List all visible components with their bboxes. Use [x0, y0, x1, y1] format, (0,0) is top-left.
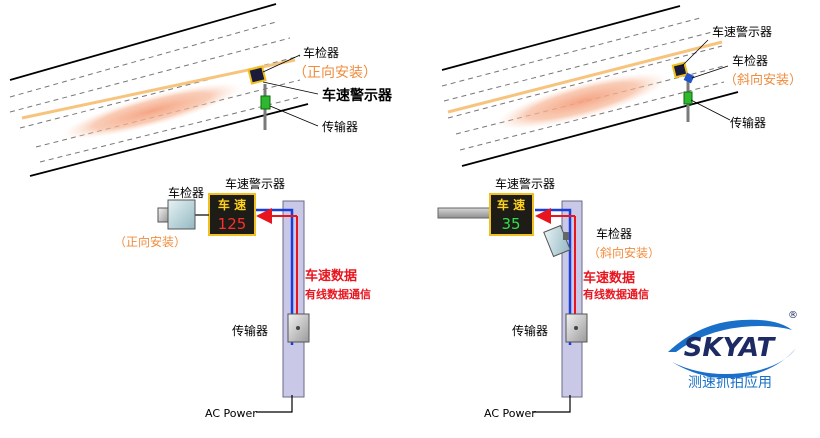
detector-mount: [157, 207, 169, 223]
transmitter-label: 传输器: [232, 323, 268, 338]
callout-line: [262, 54, 301, 73]
vehicle-glow: [496, 72, 668, 130]
transmitter-label: 传输器: [730, 115, 766, 130]
speed-sign-small: [247, 65, 267, 85]
detector-label: 车检器: [303, 45, 339, 60]
callout-line: [691, 65, 729, 79]
sign-word: 车 速: [497, 197, 525, 212]
logo-wordmark: SKYAT: [684, 333, 777, 363]
lane-dashed-line: [9, 37, 291, 113]
power-label: AC Power: [205, 407, 257, 420]
callout-line: [269, 105, 319, 127]
transmitter-small: [260, 95, 271, 110]
road-edge-line: [29, 103, 309, 177]
data-label: 车速数据: [305, 268, 357, 284]
bottom-left-pole-diagram: 车 速 125 车速警示器 车检器 （正向安装） 车速数据 有线数据通信 传输器…: [114, 176, 371, 420]
registered-mark: ®: [788, 310, 798, 321]
lane-dashed-line: [459, 81, 725, 151]
sign-title: 车速警示器: [495, 176, 555, 191]
pole-body: [282, 200, 305, 398]
speed-sign: [489, 193, 534, 236]
detector-arm-long: [437, 207, 492, 219]
power-label: AC Power: [484, 407, 536, 420]
transmitter-small: [683, 91, 693, 105]
top-left-road-scene: 车检器 （正向安装） 车速警示器 传输器: [9, 3, 393, 177]
install-note: （斜向安装）: [588, 245, 660, 260]
lane-dashed-line: [443, 29, 721, 102]
detector-small: [683, 72, 695, 84]
lane-dashed-line: [19, 55, 301, 129]
road-edge-line: [441, 5, 681, 71]
detector-label: 车检器: [596, 226, 632, 241]
comm-label: 有线数据通信: [305, 287, 371, 301]
speed-value: 125: [218, 215, 247, 233]
callout-line: [690, 99, 731, 121]
speed-value: 35: [501, 215, 520, 233]
detector-box: [167, 199, 196, 230]
power-line: [533, 395, 571, 413]
pole-body: [561, 200, 583, 398]
sign-word: 车 速: [218, 197, 246, 212]
road-edge-line: [9, 3, 277, 81]
detector-label: 车检器: [732, 53, 768, 68]
callout-line: [681, 39, 709, 67]
detector-mount: [563, 232, 569, 240]
install-note: （正向安装）: [114, 234, 186, 249]
speed-sign-small: [671, 61, 689, 79]
top-right-road-scene: 车速警示器 车检器 （斜向安装） 传输器: [441, 5, 802, 167]
detector-label: 车检器: [168, 185, 204, 200]
vehicle-glow: [63, 83, 241, 139]
lane-dashed-line: [9, 21, 277, 98]
install-note: （斜向安装）: [724, 72, 802, 88]
callout-line: [262, 81, 319, 95]
logo-swoosh-icon: [668, 319, 792, 352]
data-label: 车速数据: [583, 270, 635, 286]
lane-orange-line: [447, 40, 723, 114]
sign-label: 车速警示器: [322, 87, 393, 104]
transmitter-knob: [574, 326, 578, 330]
transmitter-label: 传输器: [322, 119, 358, 134]
power-line: [256, 395, 293, 413]
brand-tagline: 测速抓拍应用: [688, 374, 772, 391]
install-note: （正向安装）: [293, 65, 377, 81]
comm-label: 有线数据通信: [583, 287, 649, 301]
lane-dashed-line: [447, 45, 723, 119]
bottom-right-pole-diagram: 车 速 35 车速警示器 车检器 （斜向安装） 车速数据 有线数据通信 传输器 …: [437, 176, 660, 420]
sign-title: 车速警示器: [225, 176, 285, 191]
transmitter-label: 传输器: [512, 323, 548, 338]
transmitter-knob: [296, 326, 300, 330]
brand-logo: SKYAT ® 测速抓拍应用: [668, 310, 798, 391]
sign-label: 车速警示器: [712, 24, 772, 39]
